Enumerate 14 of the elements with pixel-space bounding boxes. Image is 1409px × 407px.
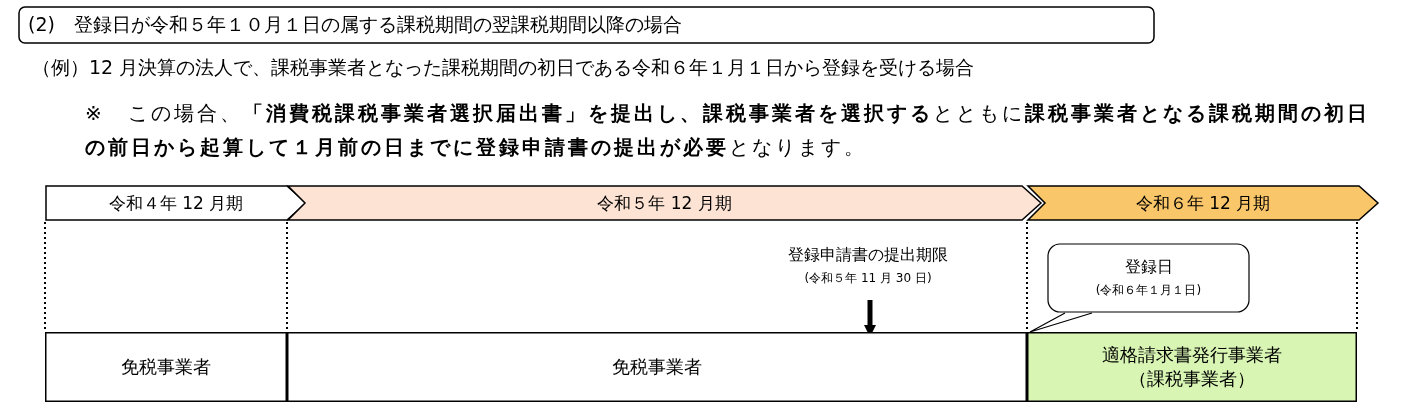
note-paragraph: ※ この場合、「消費税課税事業者選択届出書」を提出し、課税事業者を選択するとともに課税事業者となる課税期間の初日の前日から起算して１月前の日までに登録申請書の提出が必要となります。 <box>85 100 1371 161</box>
callout-tail <box>1029 312 1093 333</box>
example-text: （例）12 月決算の法人で、課税事業者となった課税期間の初日である令和６年１月１日から登録を受ける場合 <box>32 55 976 80</box>
box-label: 登録申請書の提出期限 <box>788 245 948 266</box>
heading-text: (2) 登録日が令和５年１０月１日の属する課税期間の翌課税期間以降の場合 <box>28 12 682 37</box>
box-label: 免税事業者 <box>612 355 702 379</box>
box-label: 令和４年 12 月期 <box>108 191 244 215</box>
box-label: 免税事業者 <box>121 355 211 379</box>
box-label: 適格請求書発行事業者（課税事業者） <box>1101 343 1283 391</box>
box-label: 令和６年 12 月期 <box>1135 191 1271 215</box>
box-label: 登録日 <box>1124 257 1173 278</box>
box-label: 令和５年 12 月期 <box>597 191 732 215</box>
date-note: (令和５年 11 月 30 日) <box>804 270 932 287</box>
date-note: (令和６年１月１日) <box>1095 282 1202 299</box>
